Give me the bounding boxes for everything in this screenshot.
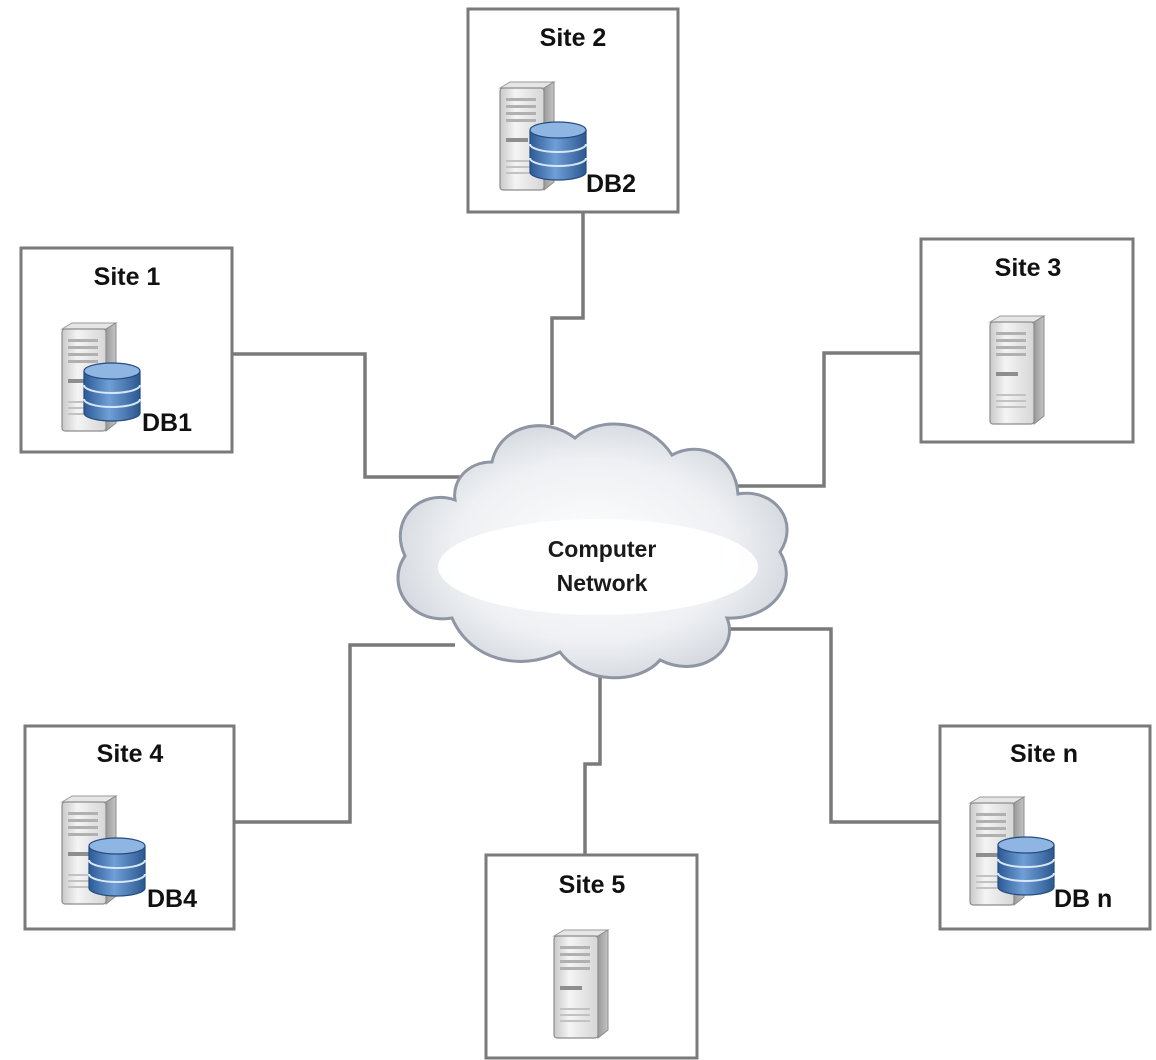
- site-box-4: Site 4 DB4: [23, 724, 236, 931]
- link-site-4: [234, 643, 455, 824]
- site-1-title: Site 1: [94, 263, 161, 291]
- site-n-title: Site n: [1010, 740, 1078, 768]
- site-box-3: Site 3: [919, 237, 1135, 444]
- site-5-title: Site 5: [559, 871, 626, 899]
- server-icon: [553, 929, 609, 1039]
- site-4-title: Site 4: [97, 740, 164, 768]
- link-site-5: [583, 670, 602, 855]
- site-box-n: Site n DB n: [938, 724, 1152, 931]
- site-2-title: Site 2: [540, 24, 607, 52]
- computer-network-cloud: Computer Network: [396, 422, 789, 680]
- site-n-db-label: DB n: [1054, 885, 1112, 913]
- site-box-2: Site 2 DB2: [466, 7, 680, 214]
- site-4-db-label: DB4: [147, 885, 197, 913]
- link-site-2: [550, 212, 585, 425]
- link-site-3: [720, 351, 921, 488]
- site-box-5: Site 5: [484, 853, 699, 1060]
- cloud-icon: [396, 422, 789, 680]
- server-icon: [989, 315, 1045, 425]
- site-2-db-label: DB2: [586, 170, 636, 198]
- site-1-db-label: DB1: [142, 409, 192, 437]
- site-box-1: Site 1 DB1: [19, 246, 234, 454]
- link-site-1: [232, 352, 492, 479]
- link-site-n: [726, 627, 940, 824]
- cloud-label-line2: Network: [557, 570, 648, 596]
- cloud-label-line1: Computer: [548, 536, 657, 562]
- network-links: [232, 212, 940, 855]
- site-3-title: Site 3: [995, 254, 1062, 282]
